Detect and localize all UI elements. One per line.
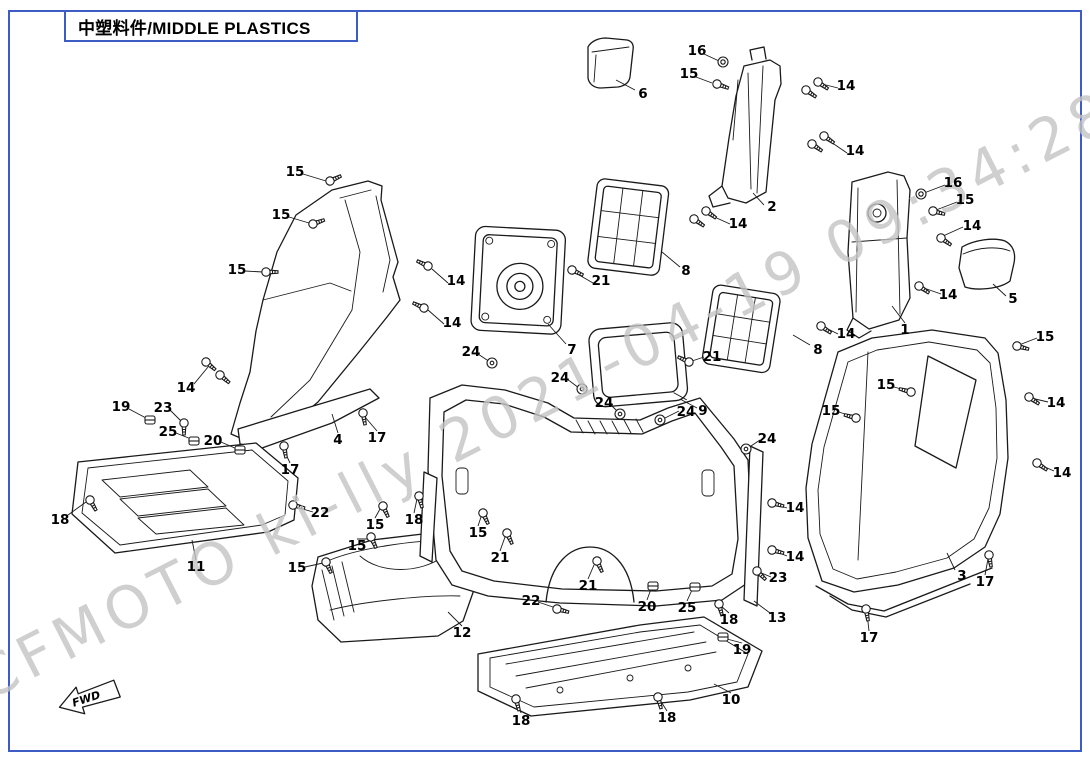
screw-icon — [179, 418, 189, 436]
part-3-right-side-panel — [805, 329, 1009, 618]
screw-icon — [551, 603, 571, 617]
screw-icon — [817, 129, 837, 147]
nut-icon — [915, 188, 927, 200]
part-1-right-upper-panel — [846, 171, 911, 339]
screw-icon — [934, 231, 954, 249]
screw-icon — [766, 497, 786, 511]
washer-icon — [614, 408, 626, 420]
part-11-left-floor-panel — [71, 442, 299, 554]
part-13-cargo-side-panel — [419, 384, 764, 607]
clip-icon — [689, 582, 701, 592]
clip-icon — [144, 415, 156, 425]
screw-icon — [357, 407, 370, 427]
part-4-left-side-panel — [230, 180, 401, 449]
screw-icon — [213, 368, 233, 387]
washer-icon — [654, 414, 666, 426]
screw-icon — [912, 279, 932, 297]
screw-icon — [1022, 390, 1042, 408]
part-7-panel-with-grommet — [470, 225, 567, 335]
screw-icon — [1030, 456, 1050, 474]
page-title: 中塑料件/MIDDLE PLASTICS — [78, 18, 311, 38]
screw-icon — [687, 212, 707, 230]
screw-icon — [983, 549, 996, 569]
part-6-top-cap — [587, 37, 634, 89]
nut-icon — [717, 56, 729, 68]
screw-icon — [805, 137, 825, 155]
screw-icon — [814, 319, 834, 337]
screw-icon — [711, 78, 731, 93]
fwd-arrow: FWD — [58, 679, 121, 715]
screw-icon — [323, 171, 344, 188]
screw-icon — [766, 544, 786, 558]
washer-icon — [576, 383, 588, 395]
clip-icon — [188, 436, 200, 446]
part-2-upper-bracket — [708, 46, 782, 208]
part-5-right-cap — [958, 238, 1016, 290]
screw-icon — [414, 256, 435, 273]
screw-icon — [811, 75, 831, 93]
screw-icon — [410, 298, 431, 315]
page-border-frame — [8, 10, 1082, 752]
part-10-bottom-floor-panel — [477, 616, 763, 717]
screw-icon — [713, 598, 727, 618]
clip-icon — [647, 581, 659, 591]
page-title-box: 中塑料件/MIDDLE PLASTICS — [64, 10, 358, 42]
clip-icon — [234, 445, 246, 455]
screw-icon — [1011, 340, 1031, 354]
screw-icon — [799, 83, 819, 101]
screw-icon — [699, 204, 719, 222]
part-8-grid-panel-upper — [587, 178, 670, 276]
clip-icon — [717, 632, 729, 642]
part-9-small-cover — [588, 322, 689, 408]
washer-icon — [740, 443, 752, 455]
part-8-grid-panel-lower — [701, 284, 781, 374]
washer-icon — [486, 357, 498, 369]
screw-icon — [199, 355, 219, 374]
screw-icon — [278, 440, 291, 460]
